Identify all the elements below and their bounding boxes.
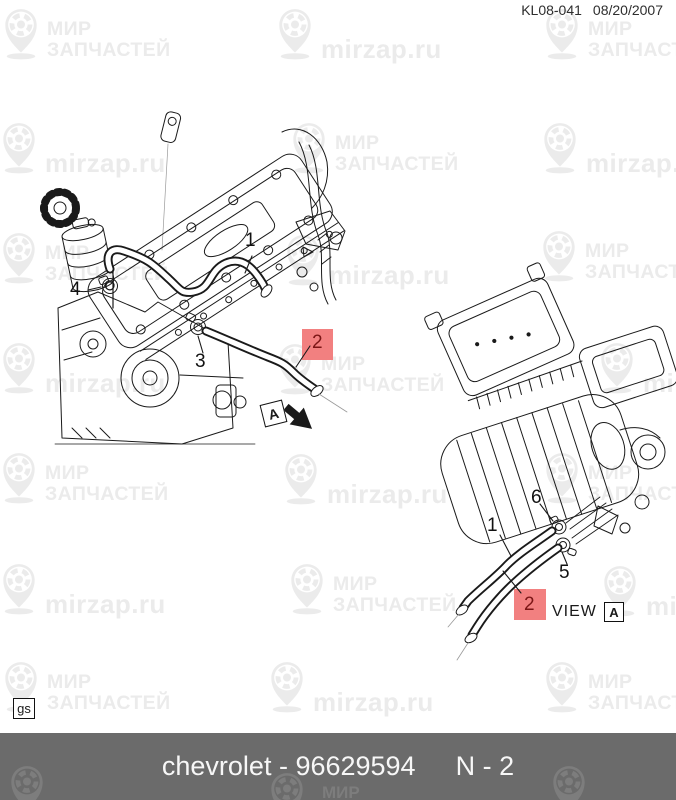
footer-text: chevrolet - 96629594 N - 2 — [0, 733, 676, 800]
watermark-text-fragment: МИР — [322, 783, 360, 800]
callout-2-detail[interactable]: 2 — [524, 594, 535, 615]
callout-2-main[interactable]: 2 — [312, 332, 323, 353]
hvac-drawing — [424, 262, 676, 661]
hose-1 — [103, 245, 273, 298]
hose-2 — [201, 326, 324, 397]
header: KL08-041 08/20/2007 — [521, 2, 663, 18]
callout-1-detail: 1 — [487, 515, 498, 536]
callout-4-main: 4 — [70, 279, 81, 300]
engine-drawing — [40, 111, 348, 445]
sheet-number: N - 2 — [455, 751, 515, 781]
callout-3-main: 3 — [195, 351, 206, 372]
doc-code: KL08-041 — [521, 2, 582, 18]
view-label: VIEW — [552, 603, 597, 620]
detail-hose-2 — [464, 543, 563, 644]
view-a-caption: VIEW A — [552, 602, 624, 622]
callout-5-detail: 5 — [559, 562, 570, 583]
callout-1-main: 1 — [245, 230, 256, 251]
doc-date: 08/20/2007 — [592, 2, 663, 18]
detail-hose-1 — [455, 526, 557, 616]
view-letter-box: A — [603, 602, 624, 622]
footer-bar: МИР chevrolet - 96629594 N - 2 — [0, 733, 676, 800]
section-arrow-icon — [283, 403, 313, 429]
highlight-box-detail[interactable] — [514, 589, 546, 620]
callout-6-detail: 6 — [531, 487, 542, 508]
corner-tag: gs — [13, 698, 35, 719]
catalog-part-label: chevrolet - 96629594 — [161, 751, 416, 781]
clamp-4 — [98, 275, 118, 294]
